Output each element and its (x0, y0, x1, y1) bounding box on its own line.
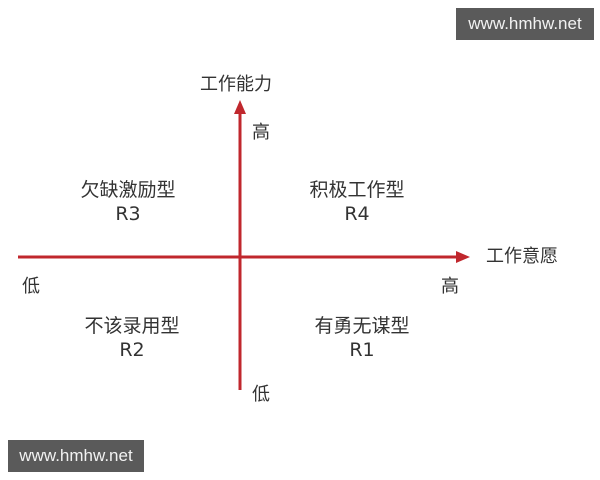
quadrant-code: R3 (115, 203, 141, 225)
watermark-text: www.hmhw.net (468, 14, 582, 33)
x-axis-high-label: 高 (441, 276, 459, 297)
x-axis-arrow-icon (456, 251, 470, 263)
quadrant-name: 不该录用型 (84, 315, 180, 337)
quadrant-name: 有勇无谋型 (314, 315, 410, 337)
quadrant-code: R2 (119, 339, 145, 361)
x-axis-title: 工作意愿 (486, 246, 558, 267)
quadrant-code: R4 (344, 203, 370, 225)
y-axis-low-label: 低 (252, 384, 270, 405)
y-axis-title: 工作能力 (200, 74, 272, 95)
y-axis-high-label: 高 (252, 122, 270, 143)
watermark-top: www.hmhw.net (456, 8, 594, 40)
quadrant-top-right: 积极工作型 R4 (297, 178, 417, 226)
watermark-text: www.hmhw.net (19, 446, 133, 465)
quadrant-top-left: 欠缺激励型 R3 (68, 178, 188, 226)
x-axis-low-label: 低 (22, 276, 40, 297)
quadrant-bottom-left: 不该录用型 R2 (72, 314, 192, 362)
quadrant-bottom-right: 有勇无谋型 R1 (302, 314, 422, 362)
quadrant-name: 积极工作型 (309, 179, 405, 201)
y-axis-arrow-icon (234, 100, 246, 114)
quadrant-name: 欠缺激励型 (80, 179, 176, 201)
quadrant-code: R1 (349, 339, 375, 361)
watermark-bottom: www.hmhw.net (8, 440, 144, 472)
